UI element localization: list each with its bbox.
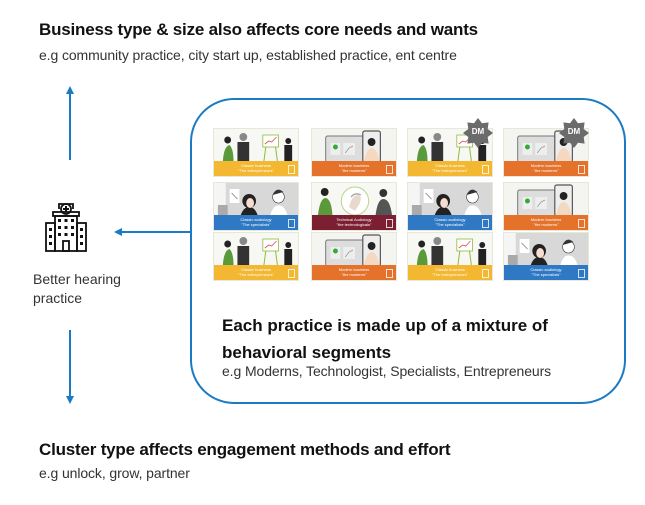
segment-illustration xyxy=(504,233,588,266)
hospital-building-icon xyxy=(45,203,87,252)
segment-card: Classic business"The entrepreneurs" xyxy=(407,232,493,281)
segment-illustration xyxy=(214,233,298,266)
segment-type-label: Modern business xyxy=(338,163,370,168)
segment-nickname-label: "the moderns" xyxy=(341,168,367,173)
segment-illustration xyxy=(312,129,396,162)
segment-symbol-icon xyxy=(288,269,295,278)
segment-type-label: Classic business xyxy=(241,163,271,168)
business-type-examples: e.g community practice, city start up, e… xyxy=(39,47,457,63)
segment-symbol-icon xyxy=(482,165,489,174)
segment-card: Modern business"the moderns" xyxy=(503,182,589,231)
segment-nickname-label: "the moderns" xyxy=(533,222,559,227)
segment-band: Modern business"the moderns" xyxy=(504,215,588,230)
segment-band: Classic audiology"The specialists" xyxy=(408,215,492,230)
segment-type-label: Classic business xyxy=(435,163,465,168)
segment-illustration xyxy=(312,183,396,216)
segment-nickname-label: "the moderns" xyxy=(533,168,559,173)
practice-label: Better hearing practice xyxy=(33,270,153,308)
segment-symbol-icon xyxy=(482,219,489,228)
segments-examples: e.g Moderns, Technologist, Specialists, … xyxy=(222,363,552,379)
practice-label-line2: practice xyxy=(33,290,83,306)
cluster-type-heading: Cluster type affects engagement methods … xyxy=(39,440,451,459)
segment-nickname-label: "the moderns" xyxy=(341,272,367,277)
segment-card: Classic audiology"The specialists" xyxy=(213,182,299,231)
segment-card: Technical Audiology"the technologicals" xyxy=(311,182,397,231)
practice-label-line1: Better hearing xyxy=(33,271,121,287)
segment-band: Classic business"The entrepreneurs" xyxy=(214,161,298,176)
segment-nickname-label: "The entrepreneurs" xyxy=(238,272,274,277)
segment-symbol-icon xyxy=(578,165,585,174)
segment-type-label: Classic audiology xyxy=(240,217,272,222)
segment-type-label: Classic business xyxy=(435,267,465,272)
segment-symbol-icon xyxy=(288,165,295,174)
segment-type-label: Modern business xyxy=(338,267,370,272)
segment-nickname-label: "The specialists" xyxy=(435,222,465,227)
segment-band: Classic business"The entrepreneurs" xyxy=(214,265,298,280)
segments-container xyxy=(190,98,626,404)
segment-band: Modern business"the moderns" xyxy=(312,161,396,176)
segment-type-label: Modern business xyxy=(530,163,562,168)
dm-label: DM xyxy=(567,127,581,136)
segment-card: Modern business"the moderns" xyxy=(311,128,397,177)
segment-symbol-icon xyxy=(386,165,393,174)
segment-illustration xyxy=(504,183,588,216)
segment-card: Classic audiology"The specialists" xyxy=(503,232,589,281)
segment-nickname-label: "The specialists" xyxy=(241,222,271,227)
segment-illustration xyxy=(312,233,396,266)
segment-type-label: Technical Audiology xyxy=(336,217,372,222)
segment-band: Modern business"the moderns" xyxy=(504,161,588,176)
segment-type-label: Classic audiology xyxy=(434,217,466,222)
segment-band: Classic audiology"The specialists" xyxy=(504,265,588,280)
segment-symbol-icon xyxy=(482,269,489,278)
segment-type-label: Classic business xyxy=(241,267,271,272)
segment-symbol-icon xyxy=(288,219,295,228)
dm-star-badge: DM xyxy=(559,118,589,148)
segment-card-grid: Classic business"The entrepreneurs"Moder… xyxy=(213,118,593,281)
segment-illustration xyxy=(408,183,492,216)
segment-symbol-icon xyxy=(386,219,393,228)
segment-card: Classic business"The entrepreneurs" xyxy=(213,232,299,281)
segment-illustration xyxy=(408,233,492,266)
segment-band: Classic business"The entrepreneurs" xyxy=(408,265,492,280)
segment-symbol-icon xyxy=(578,219,585,228)
segment-nickname-label: "The entrepreneurs" xyxy=(432,272,468,277)
segment-nickname-label: "The specialists" xyxy=(531,272,561,277)
dm-label: DM xyxy=(471,127,485,136)
segment-band: Classic audiology"The specialists" xyxy=(214,215,298,230)
segment-card: Modern business"the moderns" xyxy=(311,232,397,281)
segment-nickname-label: "The entrepreneurs" xyxy=(238,168,274,173)
segments-heading: Each practice is made up of a mixture of… xyxy=(222,316,548,362)
segment-band: Classic business"The entrepreneurs" xyxy=(408,161,492,176)
segment-card: Classic audiology"The specialists" xyxy=(407,182,493,231)
segment-band: Modern business"the moderns" xyxy=(312,265,396,280)
segment-symbol-icon xyxy=(386,269,393,278)
segment-type-label: Modern business xyxy=(530,217,562,222)
segment-nickname-label: "The entrepreneurs" xyxy=(432,168,468,173)
segment-illustration xyxy=(214,183,298,216)
cluster-type-examples: e.g unlock, grow, partner xyxy=(39,465,190,481)
segment-nickname-label: "the technologicals" xyxy=(336,222,372,227)
star-burst-icon xyxy=(463,118,493,148)
segment-type-label: Classic audiology xyxy=(530,267,562,272)
segment-card: Classic business"The entrepreneurs" xyxy=(213,128,299,177)
star-burst-icon xyxy=(559,118,589,148)
dm-star-badge: DM xyxy=(463,118,493,148)
segment-illustration xyxy=(214,129,298,162)
business-type-heading: Business type & size also affects core n… xyxy=(39,20,478,39)
segment-band: Technical Audiology"the technologicals" xyxy=(312,215,396,230)
segment-symbol-icon xyxy=(578,269,585,278)
